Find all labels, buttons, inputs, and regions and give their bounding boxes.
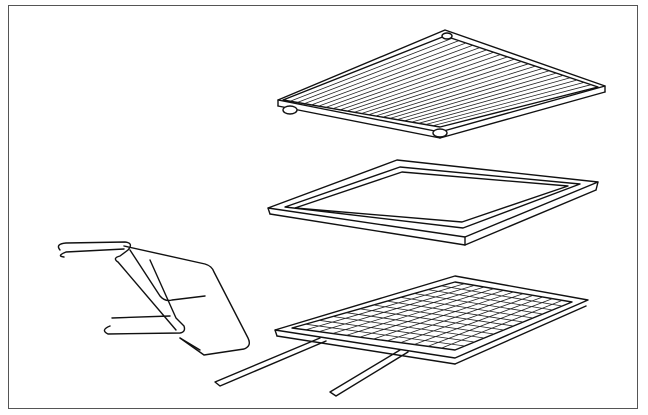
tray-wire xyxy=(368,63,529,116)
tray-wire xyxy=(425,81,585,125)
tray-wire xyxy=(311,44,473,106)
tray-wire xyxy=(332,51,494,109)
tray-wire xyxy=(325,49,487,108)
tray-wire xyxy=(404,75,564,122)
tray-wire xyxy=(418,79,578,124)
tray-wire xyxy=(375,65,536,117)
tray-wire xyxy=(289,37,453,102)
tray-wire xyxy=(339,54,501,111)
grid-wire xyxy=(441,285,563,307)
tray-wire xyxy=(432,84,592,127)
tray-wire xyxy=(411,77,571,123)
tray-wire xyxy=(347,56,508,112)
tray-wire xyxy=(354,58,515,113)
tray-wire xyxy=(361,61,522,114)
tray-wire xyxy=(382,68,543,118)
wire-tray-shelf xyxy=(277,29,606,139)
tray-foot xyxy=(282,105,298,115)
tray-foot xyxy=(432,128,448,138)
grill-grid-with-handles xyxy=(214,275,589,397)
wire-rack-support xyxy=(57,241,251,356)
tray-foot xyxy=(441,32,453,40)
grid-wire xyxy=(441,299,563,349)
tray-wire xyxy=(318,47,480,107)
tray-wire xyxy=(297,40,460,103)
tray-wire xyxy=(389,70,550,119)
grid-wire xyxy=(427,289,553,311)
tray-wire xyxy=(397,72,557,121)
baking-pan xyxy=(267,159,599,246)
tray-wire xyxy=(304,42,467,105)
